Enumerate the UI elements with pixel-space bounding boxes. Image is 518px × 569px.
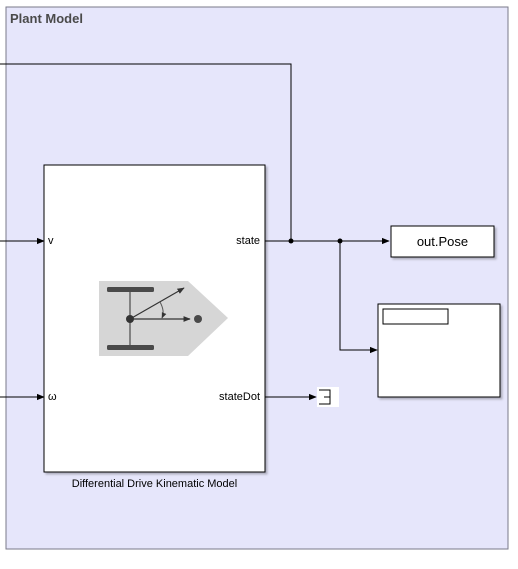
subsystem-title: Plant Model <box>10 11 83 26</box>
pose-output-label: out.Pose <box>416 234 469 249</box>
port-label-state: state <box>236 235 260 247</box>
port-label-omega: ω <box>48 391 57 403</box>
feedback-signal-line[interactable] <box>0 63 292 241</box>
scope-branch-line[interactable] <box>339 241 378 354</box>
signal-lines <box>0 63 390 401</box>
port-label-v: v <box>48 235 54 247</box>
scope-block[interactable] <box>377 303 501 398</box>
pose-output-block[interactable] <box>390 225 495 258</box>
terminator-icon[interactable] <box>317 387 339 407</box>
port-label-statedot: stateDot <box>219 391 260 403</box>
branch-point-2 <box>337 238 343 244</box>
branch-point-1 <box>288 238 294 244</box>
scope-display-icon <box>382 308 449 325</box>
block-caption: Differential Drive Kinematic Model <box>71 478 238 490</box>
differential-drive-robot-icon <box>99 281 228 356</box>
